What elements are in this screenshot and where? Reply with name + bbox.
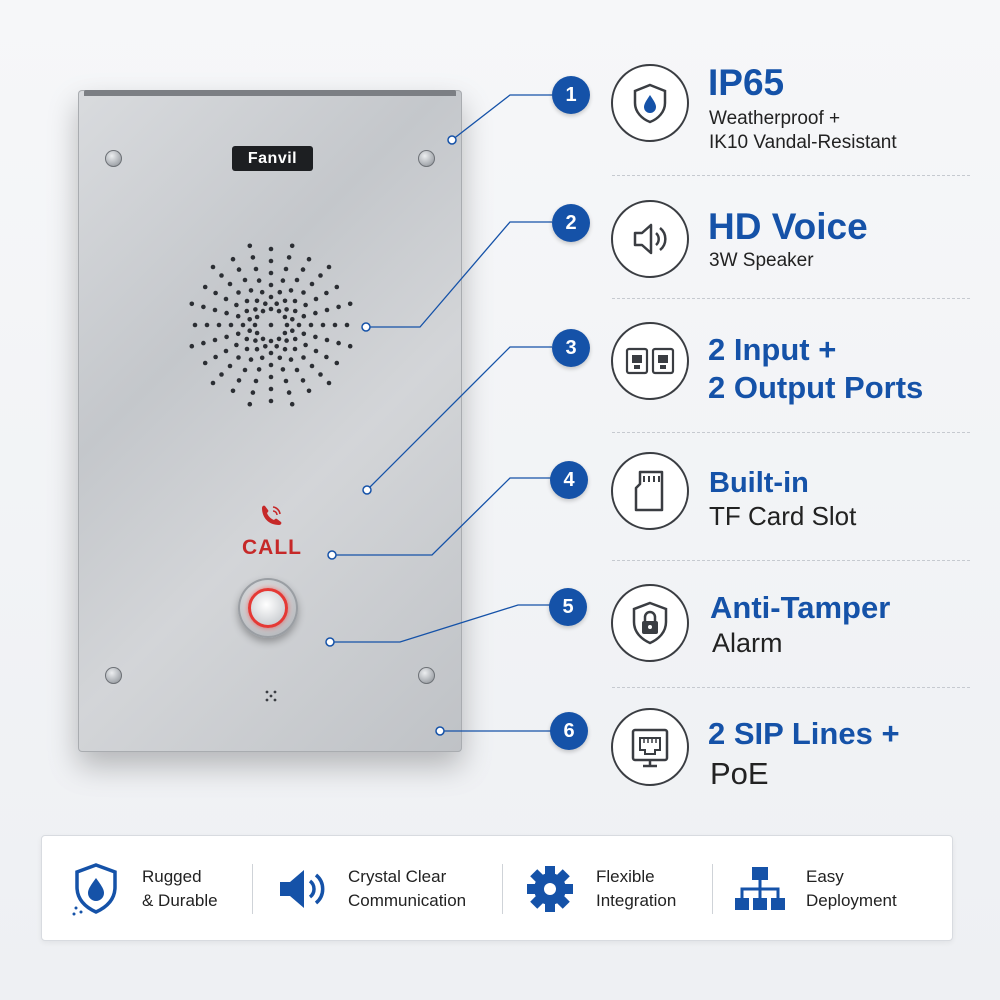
benefit-item: Easy Deployment <box>732 836 897 942</box>
feature-subtitle: Weatherproof + <box>709 108 841 129</box>
benefit-label: Flexible Integration <box>596 867 677 910</box>
screw <box>105 150 122 167</box>
feature-title: 2 SIP Lines + <box>708 716 900 751</box>
separator <box>712 864 713 914</box>
feature-subtitle: Alarm <box>712 628 783 658</box>
feature-title: 2 Input + <box>708 332 837 367</box>
benefits-strip: Rugged & Durable Crystal Clear Communica… <box>41 835 953 941</box>
feature-title: HD Voice <box>708 206 868 247</box>
feature-title: Anti-Tamper <box>710 590 891 625</box>
feature-number: 1 <box>552 76 590 114</box>
divider <box>612 432 970 433</box>
divider <box>612 560 970 561</box>
feature-title: 2 Output Ports <box>708 370 924 405</box>
feature-number: 4 <box>550 461 588 499</box>
phone-call-icon <box>262 505 282 525</box>
network-icon <box>732 861 788 917</box>
benefit-label: Easy Deployment <box>806 867 897 910</box>
feature-subtitle: TF Card Slot <box>709 501 857 531</box>
divider <box>612 175 970 176</box>
benefit-item: Flexible Integration <box>522 836 676 942</box>
feature-title: IP65 <box>708 62 785 103</box>
feature-number: 3 <box>552 329 590 367</box>
lock-shield-icon <box>611 584 689 662</box>
shield-drop-icon <box>68 861 124 917</box>
speaker-icon <box>611 200 689 278</box>
feature-number: 5 <box>549 588 587 626</box>
sd-card-icon <box>611 452 689 530</box>
feature-title: Built-in <box>709 467 809 499</box>
divider <box>612 687 970 688</box>
speaker-grille <box>189 243 353 407</box>
ethernet-port-icon <box>611 708 689 786</box>
benefit-item: Rugged & Durable <box>68 836 218 942</box>
screw <box>418 667 435 684</box>
io-ports-icon <box>611 322 689 400</box>
feature-subtitle: PoE <box>710 756 769 791</box>
divider <box>612 298 970 299</box>
feature-number: 6 <box>550 712 588 750</box>
separator <box>252 864 253 914</box>
benefit-label: Crystal Clear Communication <box>348 867 467 910</box>
screw <box>418 150 435 167</box>
feature-number: 2 <box>552 204 590 242</box>
benefit-label: Rugged & Durable <box>142 867 218 910</box>
speaker-icon <box>274 861 330 917</box>
call-button[interactable] <box>238 578 298 638</box>
feature-subtitle: 3W Speaker <box>709 250 814 271</box>
microphone-holes <box>265 690 277 702</box>
benefit-item: Crystal Clear Communication <box>274 836 466 942</box>
screw <box>105 667 122 684</box>
shield-water-icon <box>611 64 689 142</box>
gear-icon <box>522 861 578 917</box>
door-intercom-device: Fanvil CALL <box>78 90 462 752</box>
call-label: CALL <box>242 536 302 559</box>
feature-subtitle: IK10 Vandal-Resistant <box>709 132 897 153</box>
separator <box>502 864 503 914</box>
brand-logo: Fanvil <box>232 146 313 171</box>
